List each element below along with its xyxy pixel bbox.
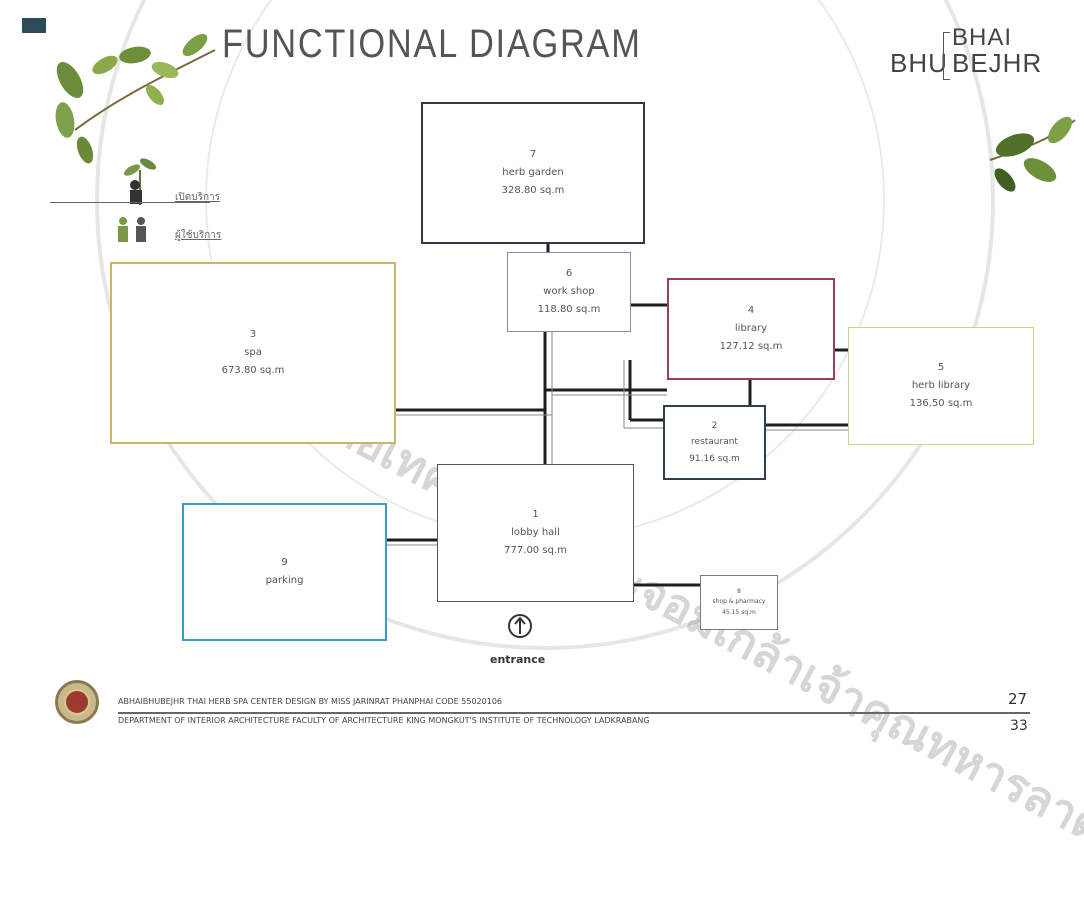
zone-work-shop: 6 work shop 118.80 sq.m <box>507 252 631 332</box>
zone-name: parking <box>266 572 304 590</box>
zone-name: herb library <box>912 377 970 395</box>
zone-area: 91.16 sq.m <box>689 451 740 467</box>
zone-lobby-hall: 1 lobby hall 777.00 sq.m <box>437 464 634 602</box>
entrance-label: entrance <box>490 653 545 666</box>
zone-herb-library: 5 herb library 136.50 sq.m <box>848 327 1034 445</box>
zone-number: 3 <box>250 326 256 344</box>
zone-restaurant: 2 restaurant 91.16 sq.m <box>663 405 766 480</box>
zone-number: 1 <box>532 506 538 524</box>
zone-number: 2 <box>712 418 718 434</box>
zone-area: 673.80 sq.m <box>222 362 285 380</box>
zone-area: 118.80 sq.m <box>538 301 601 319</box>
zone-number: 5 <box>938 359 944 377</box>
footer-department-line: DEPARTMENT OF INTERIOR ARCHITECTURE FACU… <box>118 716 650 725</box>
zone-number: 7 <box>530 146 536 164</box>
zone-name: restaurant <box>691 434 738 450</box>
zone-name: library <box>735 320 767 338</box>
zone-name: lobby hall <box>511 524 560 542</box>
footer-rule <box>118 712 1030 714</box>
zone-area: 777.00 sq.m <box>504 542 567 560</box>
zone-herb-garden: 7 herb garden 328.80 sq.m <box>421 102 645 244</box>
zone-name: work shop <box>543 283 594 301</box>
zone-spa: 3 spa 673.80 sq.m <box>110 262 396 444</box>
page-number-bottom: 33 <box>1010 718 1028 734</box>
zone-area: 136.50 sq.m <box>910 395 973 413</box>
zone-area: 45.15 sq.m <box>722 608 756 618</box>
zone-name: shop & pharmacy <box>713 597 766 607</box>
university-seal-center <box>64 689 90 715</box>
zone-name: spa <box>244 344 262 362</box>
zone-number: 8 <box>737 587 741 597</box>
zone-area: 328.80 sq.m <box>502 182 565 200</box>
zone-name: herb garden <box>502 164 563 182</box>
zone-library: 4 library 127.12 sq.m <box>667 278 835 380</box>
footer-project-line: ABHAIBHUBEJHR THAI HERB SPA CENTER DESIG… <box>118 697 502 706</box>
zone-number: 4 <box>748 302 754 320</box>
zone-parking: 9 parking <box>182 503 387 641</box>
zone-shop-pharmacy: 8 shop & pharmacy 45.15 sq.m <box>700 575 778 630</box>
zone-number: 9 <box>281 554 287 572</box>
entrance-arrow-icon <box>506 612 534 640</box>
zone-area: 127.12 sq.m <box>720 338 783 356</box>
page-number-top: 27 <box>1008 690 1027 708</box>
zone-number: 6 <box>566 265 572 283</box>
